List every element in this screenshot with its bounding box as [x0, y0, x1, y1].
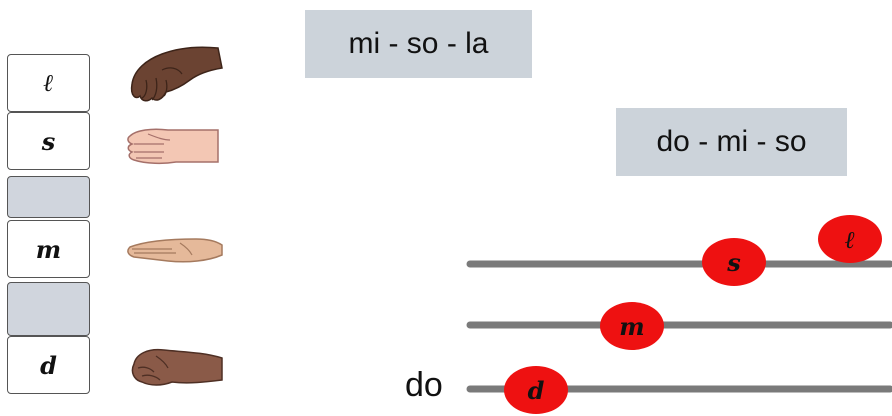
pattern-label-mi-so-la: mi - so - la — [305, 10, 532, 78]
solfa-cell-label: m — [35, 234, 62, 264]
note-label: ℓ — [845, 225, 855, 254]
solfa-cell-label: d — [40, 350, 57, 380]
note-label: s — [726, 248, 741, 277]
solfa-cell-so: s — [7, 112, 90, 170]
pattern-text: mi - so - la — [348, 27, 489, 60]
la-hand-sign-icon — [130, 46, 223, 102]
solfa-cell-mi: m — [7, 220, 90, 278]
pattern-label-do-mi-so: do - mi - so — [616, 108, 847, 176]
solfa-cell-do: d — [7, 336, 90, 394]
solfa-cell-blank — [7, 176, 90, 218]
staff-note-so: s — [702, 238, 766, 286]
solfa-cell-blank — [7, 282, 90, 336]
solfa-cell-la: ℓ — [7, 54, 90, 112]
so-hand-sign-icon — [127, 128, 219, 165]
staff-note-la: ℓ — [818, 215, 882, 263]
solfa-cell-label: ℓ — [43, 68, 54, 97]
note-label: d — [528, 376, 545, 405]
do-hand-sign-icon — [131, 348, 223, 386]
staff-note-mi: m — [600, 302, 664, 350]
solfa-cell-label: s — [41, 126, 56, 156]
mi-hand-sign-icon — [127, 238, 223, 263]
pattern-text: do - mi - so — [656, 125, 807, 158]
staff-note-do: d — [504, 366, 568, 414]
note-label: m — [619, 312, 644, 341]
do-line-label: do — [405, 366, 443, 404]
